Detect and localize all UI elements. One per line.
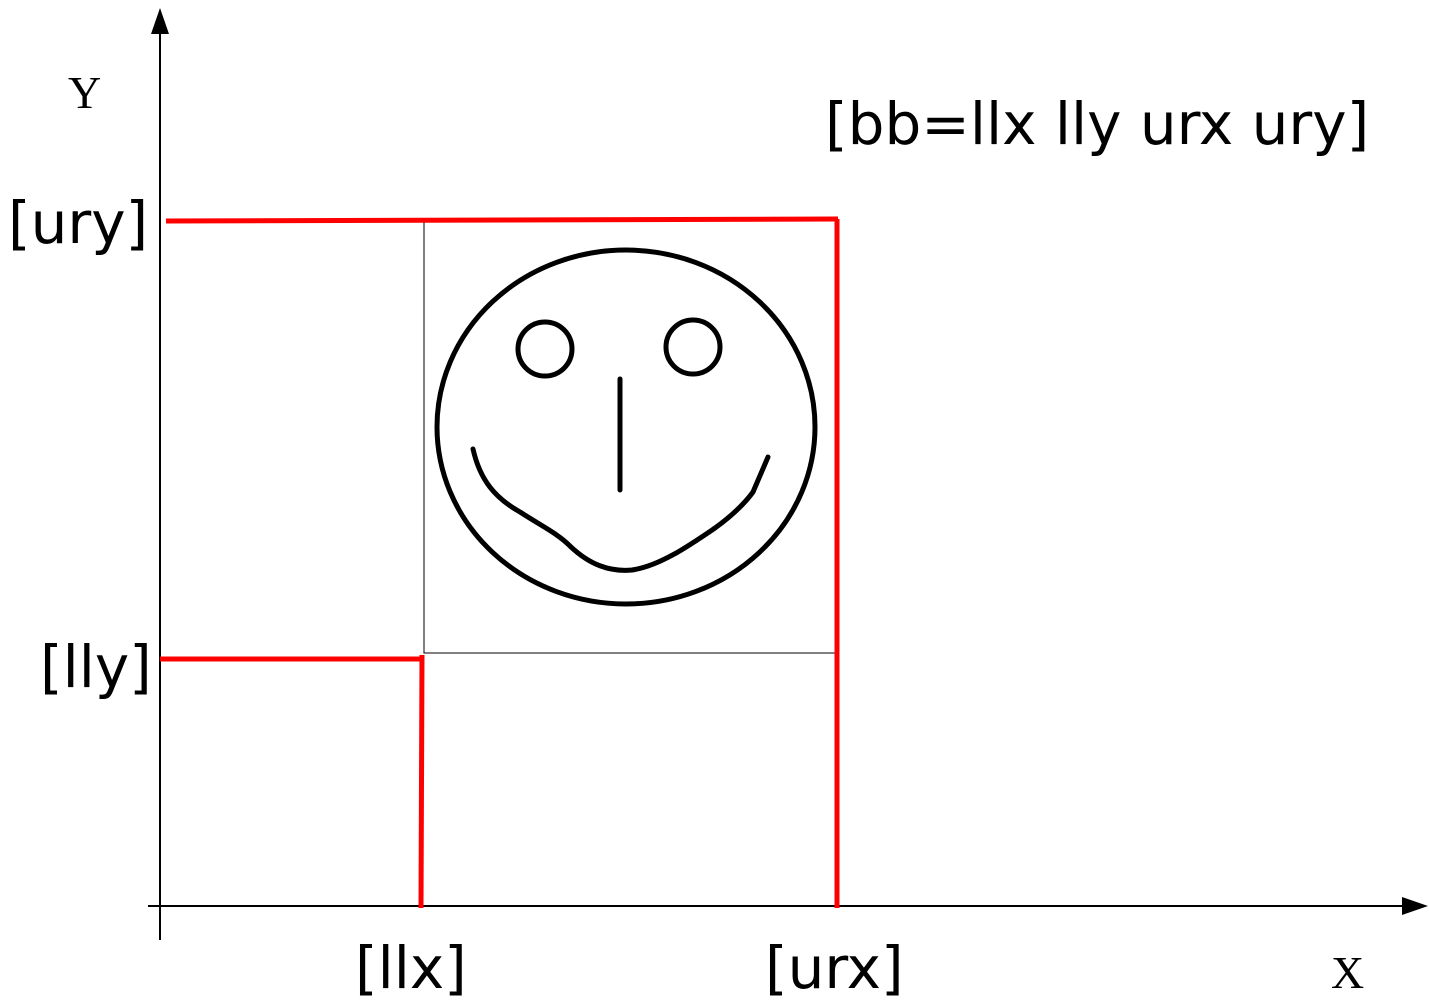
right-eye — [663, 317, 723, 377]
x-axis-label: X — [1331, 947, 1364, 998]
x-axis-arrowhead — [1402, 897, 1428, 915]
picture-frame — [423, 220, 836, 654]
llx-label: [llx] — [355, 934, 467, 1002]
ury-label: [ury] — [8, 189, 148, 257]
y-axis-label: Y — [68, 67, 101, 118]
mouth — [470, 446, 771, 573]
llx-line — [418, 654, 425, 909]
y-axis-arrowhead — [151, 8, 169, 34]
face-outline — [434, 247, 818, 607]
bounding-box-formula: [bb=llx lly urx ury] — [825, 90, 1369, 158]
smiley-face — [434, 247, 818, 607]
lly-label: [lly] — [40, 633, 152, 701]
ury-line — [165, 216, 839, 224]
urx-label: [urx] — [765, 934, 904, 1002]
left-eye — [515, 319, 575, 379]
